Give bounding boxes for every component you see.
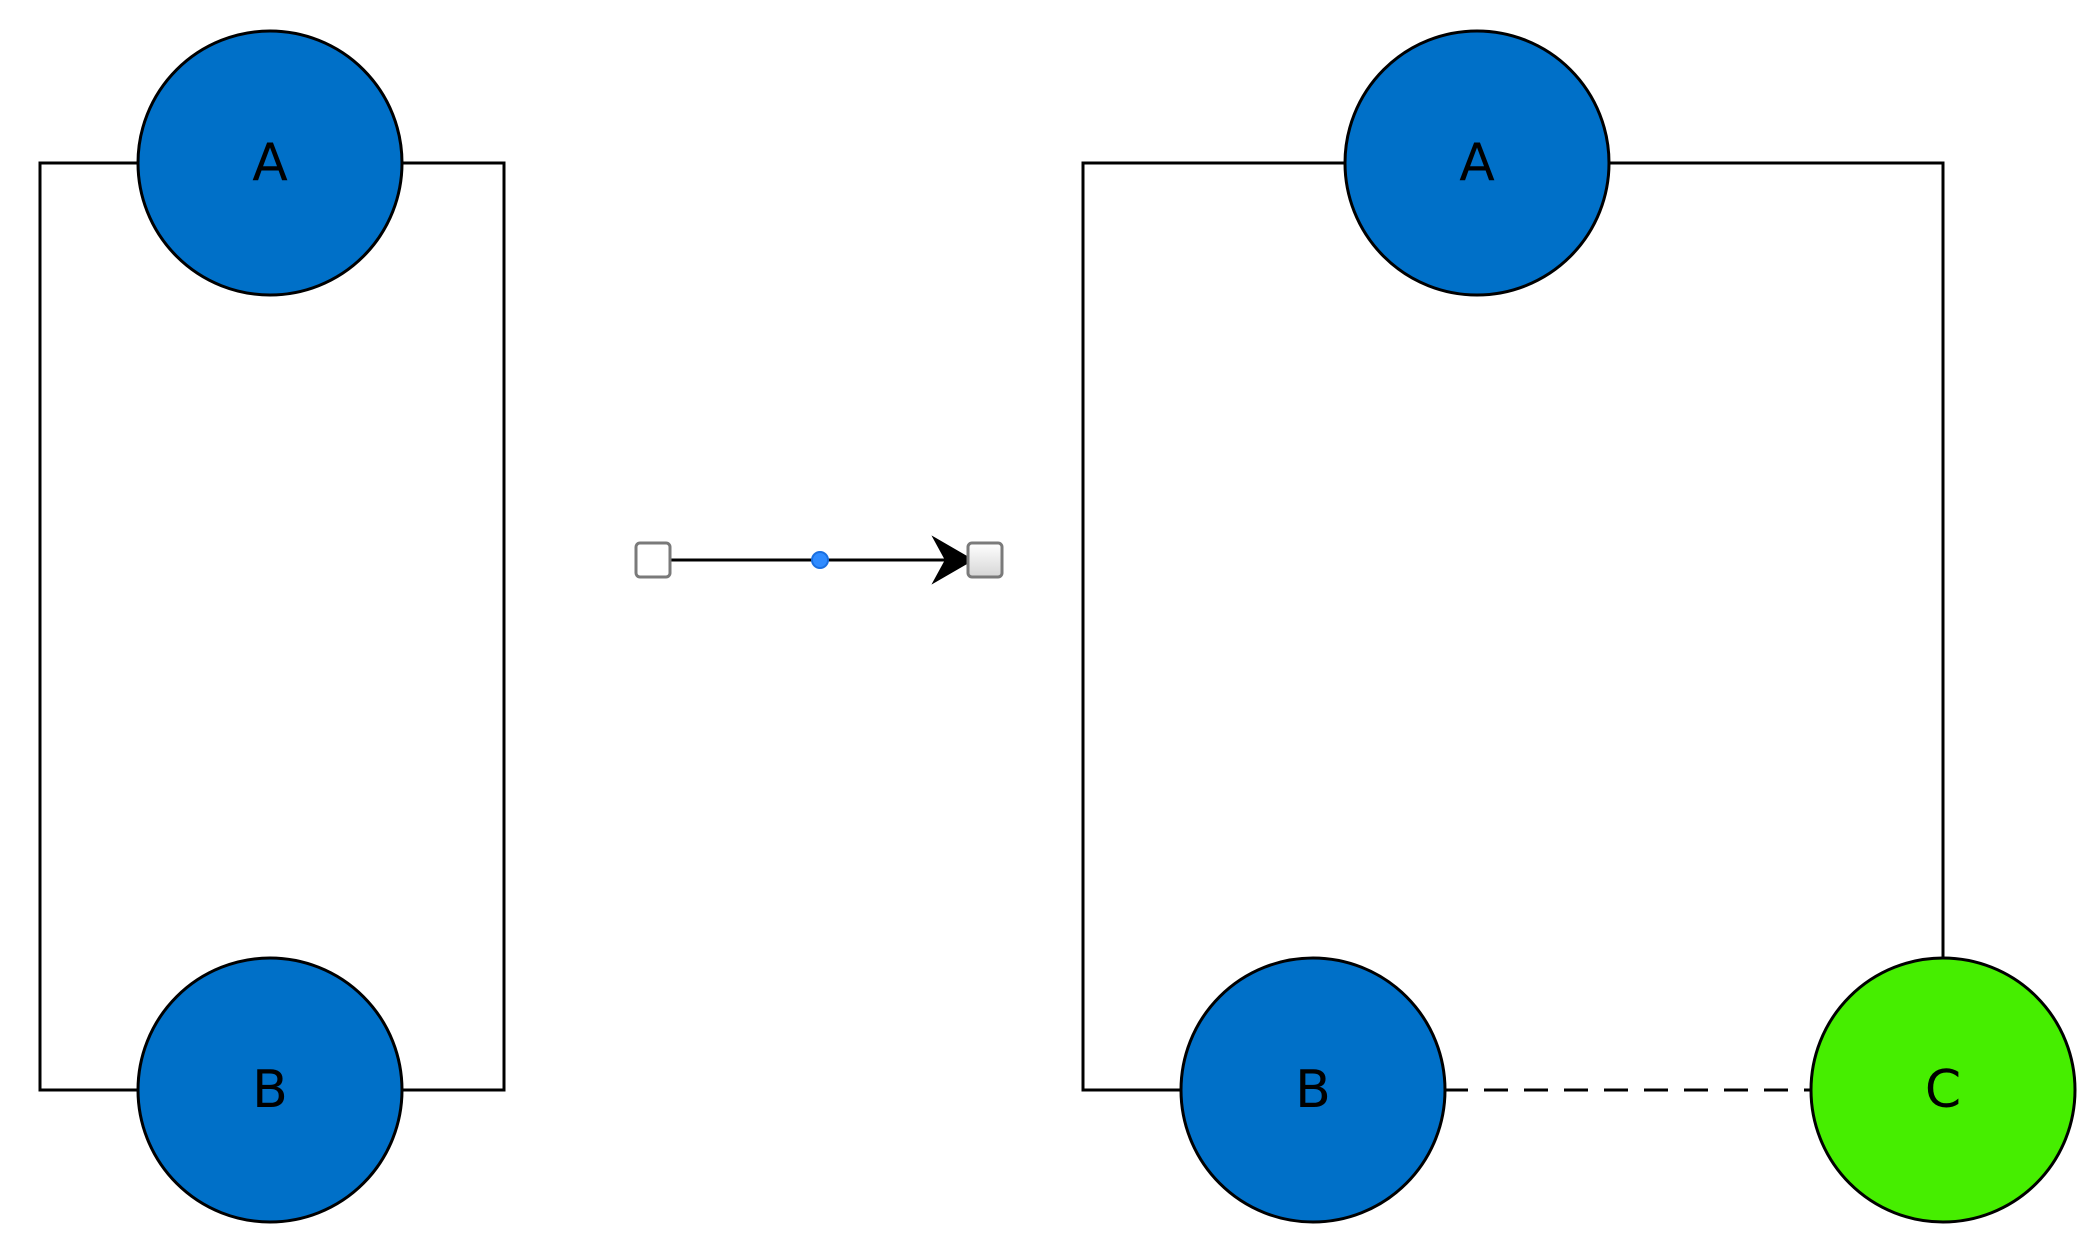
left-graph: A B: [38, 29, 506, 1224]
right-graph-node-a[interactable]: A: [1343, 29, 1611, 297]
node-a-circle[interactable]: [1343, 29, 1611, 297]
start-handle[interactable]: [634, 541, 672, 579]
node-c-circle[interactable]: [1809, 956, 2077, 1224]
node-b-circle[interactable]: [136, 956, 404, 1224]
left-graph-node-a[interactable]: A: [136, 29, 404, 297]
right-graph-edge-a-c[interactable]: [1610, 161, 1945, 957]
arrowhead-icon: [931, 535, 974, 585]
node-a-label: A: [1459, 133, 1495, 193]
node-b-label: B: [1295, 1060, 1331, 1120]
left-graph-edge-a-b-left[interactable]: [38, 161, 140, 1092]
transform-arrow[interactable]: [634, 535, 1004, 585]
right-graph-node-c[interactable]: C: [1809, 956, 2077, 1224]
right-graph: A B C: [1081, 29, 2077, 1224]
left-graph-edge-a-b-right[interactable]: [400, 161, 506, 1092]
node-b-label: B: [252, 1060, 288, 1120]
end-handle[interactable]: [966, 541, 1004, 579]
node-b-circle[interactable]: [1179, 956, 1447, 1224]
node-a-label: A: [252, 133, 288, 193]
right-graph-edge-a-b[interactable]: [1081, 161, 1345, 1092]
left-graph-node-b[interactable]: B: [136, 956, 404, 1224]
node-c-label: C: [1925, 1060, 1961, 1120]
node-a-circle[interactable]: [136, 29, 404, 297]
right-graph-node-b[interactable]: B: [1179, 956, 1447, 1224]
midpoint-handle[interactable]: [811, 551, 829, 569]
